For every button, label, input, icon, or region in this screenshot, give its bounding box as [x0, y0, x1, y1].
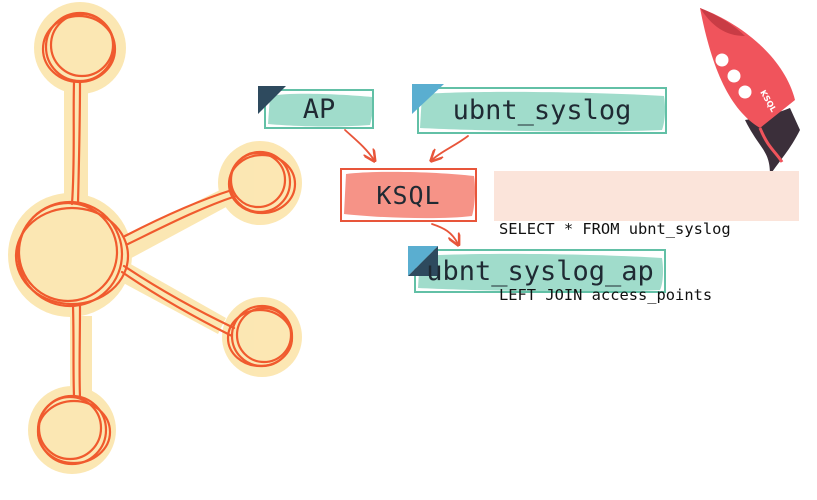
rocket-body — [700, 8, 795, 128]
topic-label-ubnt-syslog-ap: ubnt_syslog_ap — [426, 255, 654, 287]
topic-badge — [412, 84, 444, 114]
ksql-label: KSQL — [376, 180, 441, 210]
edge-syslog-to-ksql — [432, 135, 469, 160]
query-line-1: SELECT * FROM ubnt_syslog — [499, 220, 731, 238]
flow-arrows — [344, 129, 469, 244]
topic-box-ubnt-syslog — [412, 84, 667, 134]
rocket-window — [727, 69, 741, 83]
rocket-logo: KSQL — [700, 8, 800, 175]
kafka-cluster-sketch — [8, 2, 302, 474]
rocket-window — [715, 53, 729, 67]
topic-badge — [258, 86, 286, 114]
cluster-strokes — [14, 11, 297, 466]
topic-badge — [408, 246, 438, 276]
edge-ksql-to-syslog-ap — [431, 223, 458, 244]
ksql-query: SELECT * FROM ubnt_syslog LEFT JOIN acce… — [494, 171, 799, 304]
rocket-window — [738, 85, 752, 99]
topic-label-ubnt-syslog: ubnt_syslog — [452, 95, 632, 126]
topic-box-ap — [258, 86, 374, 129]
stream-box-ksql — [340, 168, 477, 222]
topic-box-ubnt-syslog-ap — [408, 246, 666, 293]
topic-label-ap: AP — [302, 93, 336, 125]
query-line-2: LEFT JOIN access_points — [499, 286, 713, 304]
edge-ap-to-ksql — [344, 129, 374, 160]
